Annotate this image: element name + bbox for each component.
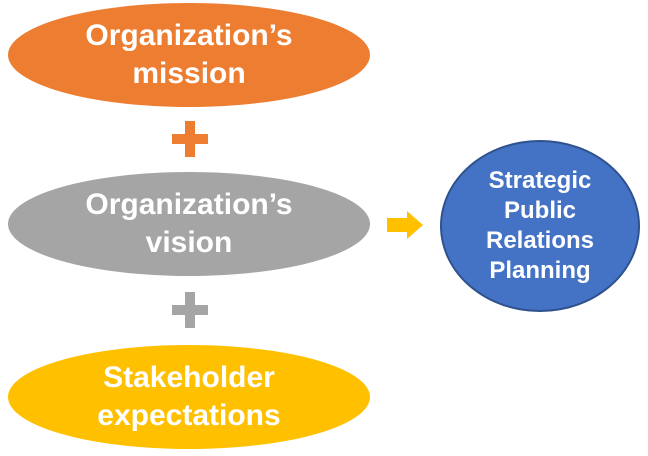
stakeholder-ellipse: Stakeholder expectations (8, 345, 370, 449)
mission-line-1: Organization’s (85, 19, 293, 52)
planning-line-3: Relations (485, 227, 595, 254)
planning-line-4: Planning (489, 257, 591, 284)
stakeholder-line-1: Stakeholder (103, 361, 275, 394)
arrow-right-icon (387, 211, 423, 239)
vision-line-2: vision (145, 226, 233, 259)
vision-ellipse: Organization’s vision (8, 172, 370, 276)
plus-icon (172, 121, 208, 157)
planning-circle: Strategic Public Relations Planning (440, 140, 640, 312)
plus-icon (172, 292, 208, 328)
stakeholder-line-2: expectations (97, 399, 281, 432)
mission-ellipse: Organization’s mission (8, 3, 370, 107)
planning-line-1: Strategic (488, 167, 592, 194)
mission-line-2: mission (132, 57, 246, 90)
vision-line-1: Organization’s (85, 188, 293, 221)
planning-line-2: Public (503, 197, 576, 224)
